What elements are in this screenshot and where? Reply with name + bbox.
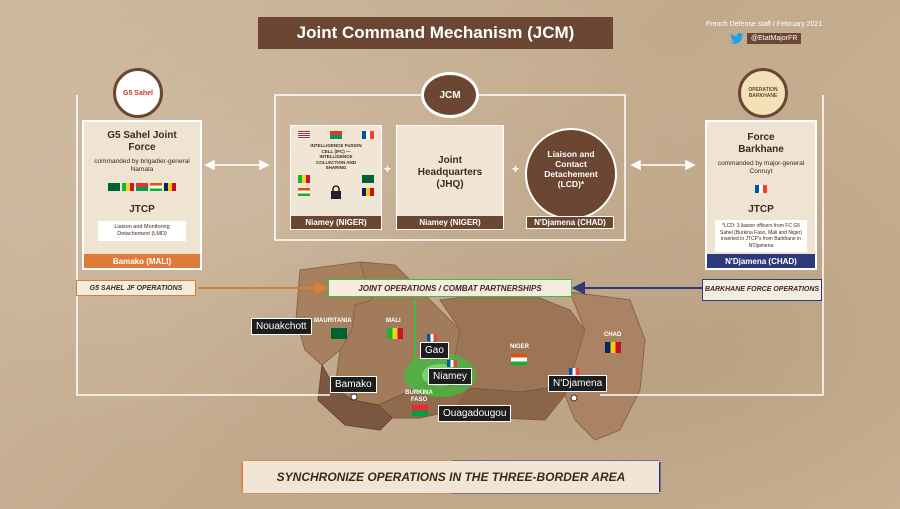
credit-text: French Defense staff / February 2021: [706, 21, 823, 28]
g5-location: Bamako (MALI): [84, 254, 200, 268]
jhq-location: Niamey (NIGER): [397, 216, 503, 229]
barkhane-logo-text: OPERATION BARKHANE: [748, 87, 778, 99]
ndjamena-marker: [570, 394, 578, 402]
twitter-icon: [730, 33, 744, 44]
mauritania-label: MAURITANIA: [314, 318, 352, 324]
barkhane-jtcp: JTCP: [748, 204, 774, 215]
chad-map-flag-icon: [605, 342, 621, 353]
barkhane-lcd-note: *LCD: 3 liaison officers from FC G5 Sahe…: [715, 220, 807, 252]
city-gao: Gao: [420, 342, 449, 359]
gao-france-flag-icon: [427, 334, 437, 341]
page-title: Joint Command Mechanism (JCM): [258, 17, 613, 49]
plus-sign-2: +: [512, 162, 520, 176]
niger-flag-icon: [298, 187, 310, 196]
left-frame-line: [76, 95, 330, 396]
ndjamena-france-flag-icon: [569, 368, 579, 375]
mali-label: MALI: [386, 318, 401, 324]
ifc-location: Niamey (NIGER): [291, 216, 381, 229]
chad-shape: [564, 291, 646, 441]
g5-sahel-card: G5 Sahel Joint Force commanded by brigad…: [82, 120, 202, 270]
chad-label: CHAD: [604, 332, 622, 338]
barkhane-commander: commanded by major-general Conruyt: [717, 160, 805, 175]
city-ndjamena: N'Djamena: [548, 375, 608, 392]
right-frame-line: [600, 95, 824, 396]
footer-banner: SYNCHRONIZE OPERATIONS IN THE THREE-BORD…: [243, 461, 659, 493]
city-nouakchott: Nouakchott: [251, 318, 312, 335]
twitter-handle: @EtatMajorFR: [747, 33, 802, 44]
left-double-arrow: [204, 159, 270, 171]
niger-flag-icon: [150, 182, 162, 191]
mali-flag-icon: [298, 174, 310, 183]
ifc-label: INTELLIGENCE FUSION CELL (IFC) — INTELLI…: [310, 143, 362, 170]
joint-ops-label: JOINT OPERATIONS / COMBAT PARTNERSHIPS: [328, 279, 572, 297]
france-flag-icon: [755, 184, 767, 193]
france-flag-icon: [362, 131, 374, 139]
niamey-france-flag-icon: [447, 360, 457, 367]
twitter-link[interactable]: @EtatMajorFR: [730, 33, 802, 44]
chad-flag-icon: [362, 187, 374, 196]
g5-card-title: G5 Sahel Joint Force: [107, 130, 177, 153]
city-bamako: Bamako: [330, 376, 377, 393]
ifc-panel: INTELLIGENCE FUSION CELL (IFC) — INTELLI…: [290, 125, 382, 230]
usa-flag-icon: [298, 131, 310, 139]
mauritania-flag-icon: [108, 182, 120, 191]
barkhane-ops-label: BARKHANE FORCE OPERATIONS: [702, 279, 822, 301]
navy-arrow: [571, 281, 702, 295]
g5-ops-label: G5 SAHEL JF OPERATIONS: [76, 280, 196, 296]
g5-jtcp: JTCP: [129, 204, 155, 215]
g5-commander: commanded by brigadier-general Namata: [94, 158, 190, 173]
g5-lmd: Liaison and Monitoring Detachement (LMD): [98, 221, 186, 241]
chad-flag-icon: [164, 182, 176, 191]
mauritania-flag-icon: [362, 174, 374, 183]
burkina-map-flag-icon: [412, 405, 428, 416]
mauritania-map-flag-icon: [331, 328, 347, 339]
orange-arrow: [198, 281, 329, 295]
lock-icon: [331, 184, 341, 199]
plus-sign-1: +: [384, 162, 392, 176]
lcd-circle: Liaison and Contact Detachement (LCD)*: [525, 128, 617, 220]
jcm-badge-text: JCM: [439, 89, 461, 101]
burkina-flag-icon: [136, 182, 148, 191]
niger-label: NIGER: [510, 344, 530, 350]
burkina-label: BURKINA FASO: [405, 390, 433, 403]
city-ouagadougou: Ouagadougou: [438, 405, 512, 422]
barkhane-logo: OPERATION BARKHANE: [738, 68, 788, 118]
barkhane-location: N'Djamena (CHAD): [707, 254, 815, 268]
jcm-badge: JCM: [421, 72, 479, 118]
burkina-flag-icon: [330, 131, 342, 139]
barkhane-card: Force Barkhane commanded by major-genera…: [705, 120, 817, 270]
jcm-frame-top: [274, 94, 626, 241]
right-double-arrow: [630, 159, 696, 171]
g5-sahel-logo: G5 Sahel: [113, 68, 163, 118]
jhq-panel: Joint Headquarters (JHQ) Niamey (NIGER): [396, 125, 504, 230]
mali-flag-icon: [122, 182, 134, 191]
barkhane-card-title: Force Barkhane: [738, 132, 784, 155]
city-niamey: Niamey: [428, 368, 472, 385]
niger-map-flag-icon: [511, 354, 527, 365]
jhq-title: Joint Headquarters (JHQ): [417, 154, 483, 190]
bamako-marker: [350, 393, 358, 401]
lcd-title: Liaison and Contact Detachement (LCD)*: [544, 149, 598, 189]
mali-map-flag-icon: [387, 328, 403, 339]
g5-logo-text: G5 Sahel: [123, 89, 153, 97]
lcd-location: N'Djamena (CHAD): [526, 216, 614, 229]
g5-flags: [88, 178, 196, 196]
